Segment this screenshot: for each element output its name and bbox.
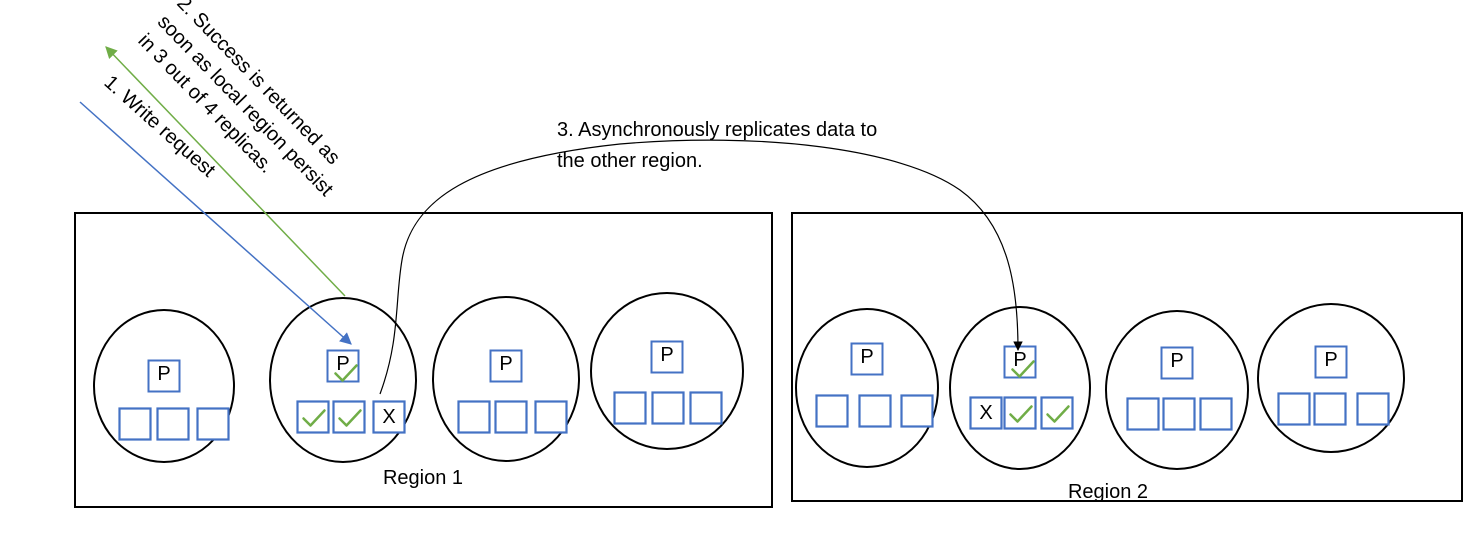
replica-check-icon	[338, 409, 362, 427]
primary-label: P	[499, 353, 512, 375]
region-2-node-3: P	[1105, 310, 1249, 470]
replica-box	[1126, 397, 1160, 431]
primary-check-icon	[1011, 360, 1035, 378]
node-circle	[93, 309, 235, 463]
replication-note-line-1: 3. Asynchronously replicates data to	[557, 119, 877, 141]
primary-label: P	[1170, 350, 1183, 372]
primary-box	[1160, 346, 1194, 380]
region-2-box	[791, 212, 1463, 502]
replica-failed-label: X	[979, 402, 992, 424]
replica-box	[156, 407, 190, 441]
primary-label: P	[336, 353, 349, 375]
replica-box	[815, 394, 849, 428]
region-1-node-3: P	[432, 296, 580, 462]
node-circle	[269, 297, 417, 463]
replica-check-icon	[1046, 405, 1070, 423]
replica-box	[1313, 392, 1347, 426]
replica-box	[457, 400, 491, 434]
region-1-label: Region 1	[383, 467, 463, 489]
replication-note: 3. Asynchronously replicates data to the…	[557, 119, 877, 172]
primary-box	[147, 359, 181, 393]
node-circle	[1105, 310, 1249, 470]
primary-box	[1003, 345, 1037, 379]
replica-box	[651, 391, 685, 425]
replica-box	[118, 407, 152, 441]
replica-box	[494, 400, 528, 434]
region-2-node-2: PX	[949, 306, 1091, 470]
primary-label: P	[1324, 349, 1337, 371]
replication-arrow	[379, 139, 1023, 395]
replica-check-icon	[302, 409, 326, 427]
replica-box	[296, 400, 330, 434]
node-circle	[432, 296, 580, 462]
replica-failed-label: X	[382, 406, 395, 428]
region-2-node-1: P	[795, 308, 939, 468]
replication-note-line-2: the other region.	[557, 150, 703, 172]
replica-box	[1277, 392, 1311, 426]
replica-box	[1162, 397, 1196, 431]
node-circle	[1257, 303, 1405, 453]
success-note-line-2: soon as local region persist	[153, 11, 337, 201]
node-circle	[949, 306, 1091, 470]
primary-box	[850, 342, 884, 376]
primary-label: P	[660, 344, 673, 366]
region-1-node-1: P	[93, 309, 235, 463]
replica-box	[372, 400, 406, 434]
write-request-arrow	[79, 101, 352, 345]
replica-box	[1199, 397, 1233, 431]
primary-label: P	[157, 363, 170, 385]
primary-label: P	[1013, 349, 1026, 371]
replica-box	[900, 394, 934, 428]
replica-box	[1003, 396, 1037, 430]
node-circle	[590, 292, 744, 450]
replica-check-icon	[1009, 405, 1033, 423]
region-2-node-4: P	[1257, 303, 1405, 453]
node-circle	[795, 308, 939, 468]
replica-box	[689, 391, 723, 425]
replica-box	[1356, 392, 1390, 426]
replica-box	[969, 396, 1003, 430]
region-1-node-4: P	[590, 292, 744, 450]
region-1-node-2: PX	[269, 297, 417, 463]
replica-box	[613, 391, 647, 425]
primary-check-icon	[334, 364, 358, 382]
success-arrow	[105, 46, 346, 297]
region-2-label: Region 2	[1068, 481, 1148, 503]
replica-box	[1040, 396, 1074, 430]
primary-box	[489, 349, 523, 383]
primary-box	[1314, 345, 1348, 379]
replica-box	[858, 394, 892, 428]
primary-label: P	[860, 346, 873, 368]
replica-box	[332, 400, 366, 434]
replica-box	[196, 407, 230, 441]
replica-box	[534, 400, 568, 434]
primary-box	[650, 340, 684, 374]
